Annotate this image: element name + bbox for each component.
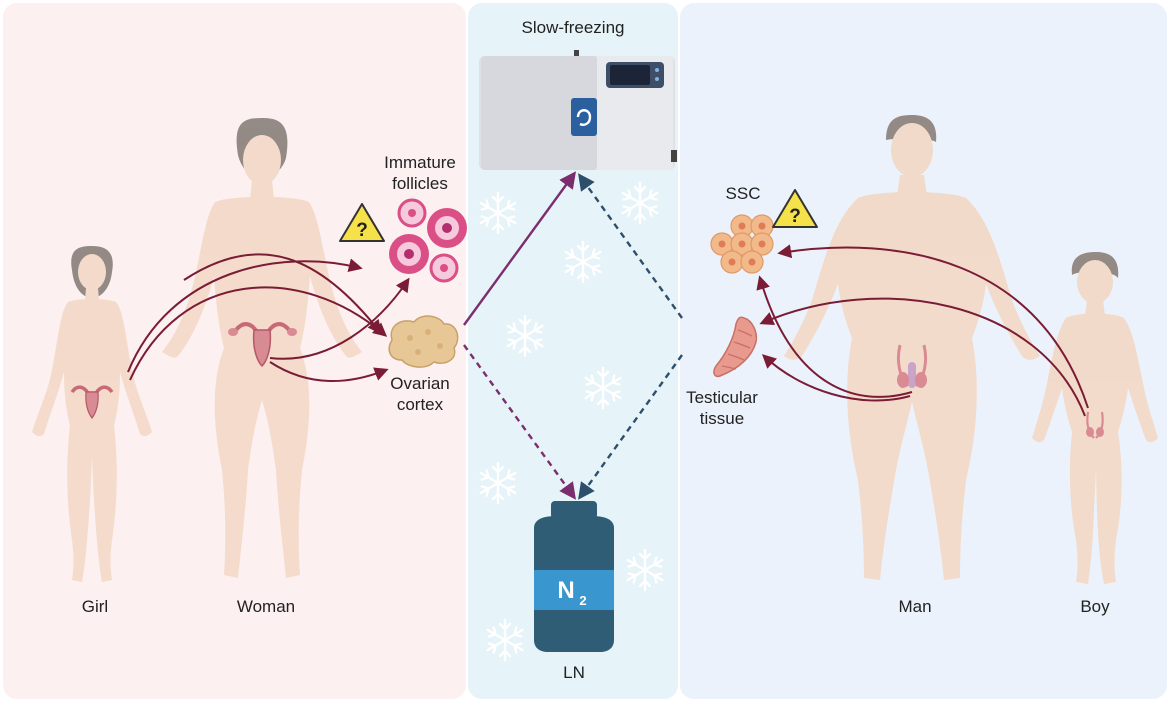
man-label: Man (898, 597, 931, 616)
snowflake-icon (564, 240, 602, 284)
snowflake-icon (584, 366, 622, 410)
arrow-dashed-to-dewar (463, 344, 576, 500)
svg-text:?: ? (789, 206, 801, 227)
follicle-icon (389, 198, 467, 283)
woman-figure (162, 118, 362, 578)
male-reproductive-icon (896, 344, 928, 388)
boy-figure (1032, 252, 1158, 584)
warning-icon: ? (339, 203, 385, 242)
snowflake-icon (486, 618, 524, 662)
immature-follicles-label: follicles (392, 174, 448, 193)
arrow-solid-to-freezer (463, 171, 576, 326)
female-arrows (127, 253, 410, 382)
immature-follicles-label: Immature (384, 153, 456, 172)
ovarian-cortex-icon (388, 315, 459, 368)
uterus-icon (228, 322, 297, 368)
woman-label: Woman (237, 597, 295, 616)
ssc-label: SSC (726, 184, 761, 203)
ovarian-cortex-label: cortex (397, 395, 444, 414)
svg-text:?: ? (356, 220, 368, 241)
snowflake-icon (626, 548, 664, 592)
girl-figure (32, 246, 152, 582)
arrow-woman-to-follicles (269, 277, 410, 360)
arrow-dashed-male-to-dewar (578, 354, 683, 500)
ovarian-cortex-label: Ovarian (390, 374, 450, 393)
snowflake-icon (506, 314, 544, 358)
slow-freezing-label: Slow-freezing (522, 18, 625, 37)
snowflake-icon (479, 461, 517, 505)
arrow-girl-to-follicles (127, 258, 363, 373)
boy-label: Boy (1080, 597, 1110, 616)
cryo-arrows (463, 171, 683, 500)
arrow-boy-to-testicular (759, 297, 1086, 417)
male-arrows (756, 244, 1089, 417)
arrow-man-to-ssc (756, 275, 913, 398)
male-reproductive-icon (1086, 411, 1104, 439)
arrow-boy-to-ssc (777, 244, 1089, 409)
dewar-icon (534, 501, 614, 652)
testicular-tissue-label: Testicular (686, 388, 758, 407)
snowflake-icon (479, 191, 517, 235)
testicular-tissue-label: tissue (700, 409, 744, 428)
arrow-woman-to-cortex (183, 253, 382, 335)
uterus-icon (70, 385, 114, 420)
man-figure (784, 115, 1040, 580)
arrow-woman-to-cortex-lower (269, 361, 389, 382)
ssc-cell-icon (710, 214, 774, 274)
ln-label: LN (563, 663, 585, 682)
arrow-man-to-testicular (761, 354, 911, 402)
freezer-icon (479, 50, 677, 170)
testicular-tissue-icon (713, 316, 758, 378)
snowflake-icon (621, 181, 659, 225)
warning-icon: ? (772, 189, 818, 228)
arrow-girl-to-cortex (129, 286, 388, 381)
girl-label: Girl (82, 597, 108, 616)
arrow-dashed-male-to-freezer (578, 173, 683, 319)
n2-subscript: 2 (579, 593, 586, 608)
n2-label: N (557, 577, 574, 604)
